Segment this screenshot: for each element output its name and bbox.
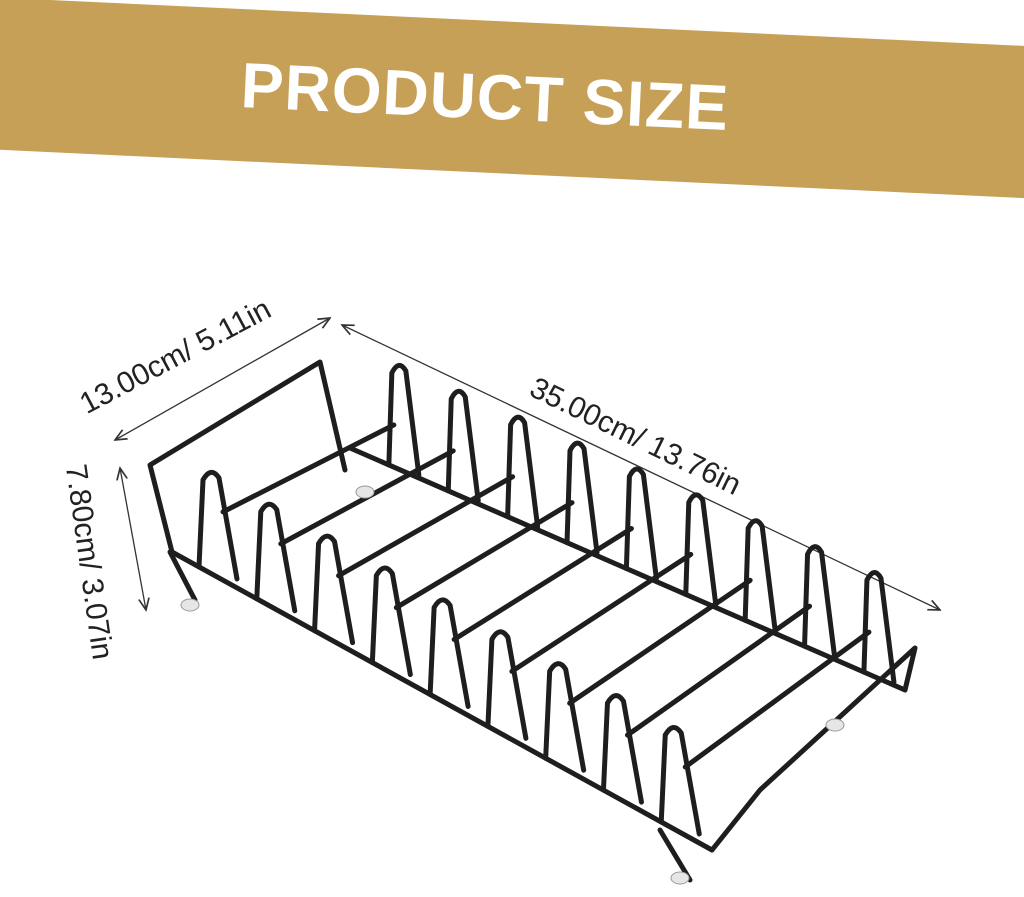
front-tine (312, 533, 356, 646)
rubber-foot-cap (355, 485, 375, 499)
back-tine (505, 414, 541, 530)
width-arrow (115, 318, 330, 440)
front-tine (600, 693, 644, 805)
length-arrow (342, 325, 940, 610)
front-tine (427, 597, 471, 709)
rubber-foot-cap (180, 598, 200, 612)
back-tine (623, 466, 659, 582)
front-tine (485, 629, 529, 741)
back-tine (683, 492, 719, 607)
cross-wire (624, 603, 813, 738)
right-end-frame (709, 645, 918, 853)
cross-wire (451, 526, 634, 642)
rubber-foot-cap (670, 871, 690, 885)
back-tine (742, 518, 778, 633)
back-tine (861, 570, 897, 685)
height-arrow (120, 468, 146, 610)
front-tine (658, 724, 702, 837)
front-tine (196, 469, 240, 582)
back-tine (445, 388, 481, 504)
back-tine (386, 362, 422, 478)
cross-wire (220, 422, 397, 515)
rubber-foot-cap (825, 718, 845, 732)
back-tine (802, 544, 838, 659)
front-rail (169, 549, 715, 853)
front-tine (254, 501, 298, 614)
right-foot (657, 827, 693, 883)
back-tine (564, 440, 600, 556)
cross-wire (509, 551, 694, 674)
left-end-frame (147, 359, 348, 555)
front-tine (543, 661, 587, 773)
cross-wire (567, 577, 753, 706)
left-foot (167, 549, 198, 603)
front-tine (369, 565, 413, 678)
cross-wire (682, 629, 872, 770)
cross-wire (393, 500, 575, 611)
cross-wire (336, 474, 516, 579)
